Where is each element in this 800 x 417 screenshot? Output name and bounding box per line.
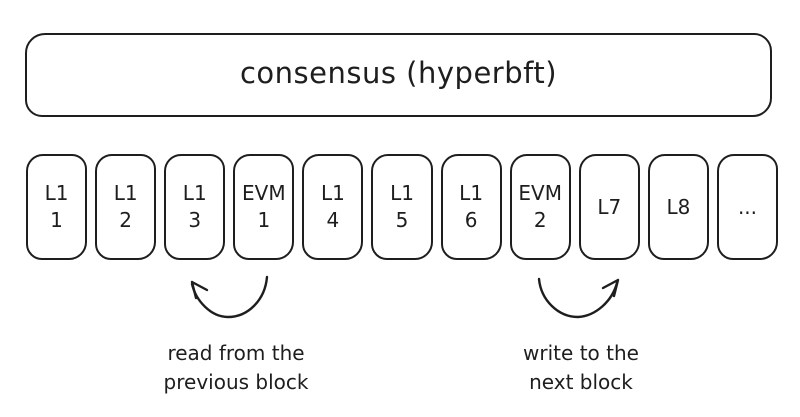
block-number: 3 — [188, 208, 202, 232]
read-annotation: read from the previous block — [126, 339, 346, 397]
block-number: 2 — [533, 208, 547, 232]
block-l8: L8 — [647, 154, 709, 260]
block-label: L1 — [459, 181, 484, 205]
read-annotation-line2: previous block — [163, 370, 309, 394]
block-label: L8 — [666, 194, 691, 219]
block-number: 2 — [119, 208, 132, 232]
block-number: 5 — [395, 208, 409, 232]
read-annotation-line1: read from the — [167, 341, 305, 365]
block-label: L1 — [320, 181, 345, 205]
blocks-row: L1 1 L1 2 L1 3 EVM 1 L1 4 L1 5 L1 6 EVM — [26, 154, 779, 260]
write-annotation-line1: write to the — [523, 341, 639, 365]
block-ellipsis: ... — [716, 154, 779, 260]
block-label: L7 — [597, 194, 622, 219]
block-l1-2: L1 2 — [95, 154, 157, 260]
block-label: L1 — [390, 181, 414, 205]
block-number: 4 — [326, 208, 340, 232]
write-annotation-line2: next block — [529, 370, 633, 394]
block-evm-1: EVM 1 — [233, 154, 295, 260]
write-curved-arrow-icon — [537, 277, 620, 319]
read-curved-arrow-icon — [190, 275, 269, 319]
block-number: 1 — [257, 208, 271, 232]
block-l7: L7 — [578, 154, 640, 260]
block-label: EVM — [518, 181, 562, 205]
block-label: ... — [737, 194, 758, 219]
block-label: EVM — [242, 181, 286, 205]
block-l1-5: L1 5 — [371, 154, 433, 260]
block-l1-6: L1 6 — [440, 154, 502, 260]
block-l1-3: L1 3 — [164, 154, 226, 260]
block-l1-1: L1 1 — [26, 154, 88, 260]
block-l1-4: L1 4 — [302, 154, 364, 260]
write-annotation: write to the next block — [471, 339, 691, 397]
block-number: 6 — [464, 208, 478, 232]
block-evm-2: EVM 2 — [509, 154, 571, 260]
block-number: 1 — [50, 208, 63, 232]
block-label: L1 — [182, 181, 207, 205]
block-label: L1 — [44, 181, 69, 205]
consensus-box: consensus (hyperbft) — [25, 33, 772, 117]
block-label: L1 — [113, 181, 138, 205]
consensus-label: consensus (hyperbft) — [239, 56, 558, 90]
